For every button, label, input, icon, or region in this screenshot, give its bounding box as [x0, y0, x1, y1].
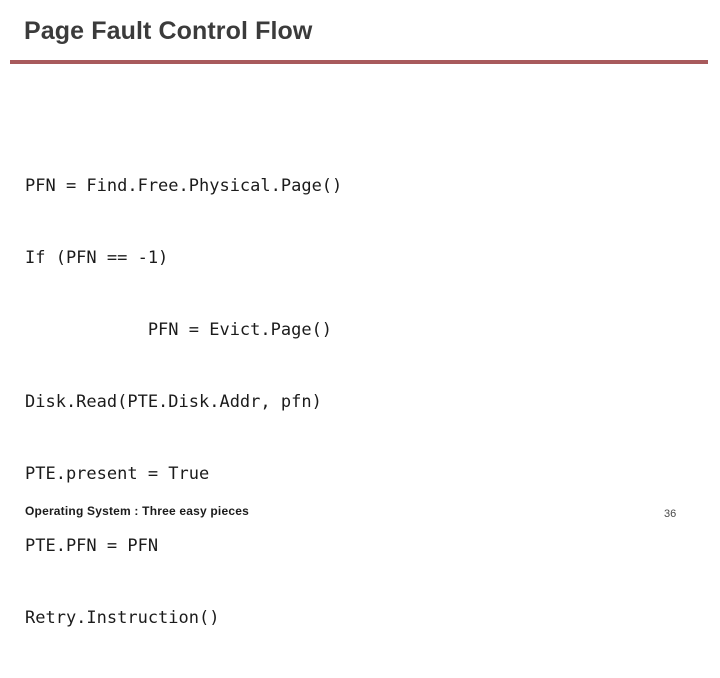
- slide-canvas: Page Fault Control Flow PFN = Find.Free.…: [10, 17, 708, 628]
- code-line: PTE.PFN = PFN: [25, 536, 159, 556]
- footer-label: Operating System : Three easy pieces: [25, 504, 249, 518]
- code-line: If (PFN == -1): [25, 248, 169, 268]
- code-line: Disk.Read(PTE.Disk.Addr, pfn): [25, 392, 322, 412]
- code-block: PFN = Find.Free.Physical.Page() If (PFN …: [25, 126, 342, 678]
- slide-page-number: 36: [664, 508, 677, 520]
- title-divider: [10, 60, 708, 64]
- code-line: Retry.Instruction(): [25, 608, 220, 628]
- code-line: PTE.present = True: [25, 464, 210, 484]
- code-line: PFN = Find.Free.Physical.Page(): [25, 176, 343, 196]
- code-line: PFN = Evict.Page(): [25, 320, 333, 340]
- page-title: Page Fault Control Flow: [24, 17, 313, 45]
